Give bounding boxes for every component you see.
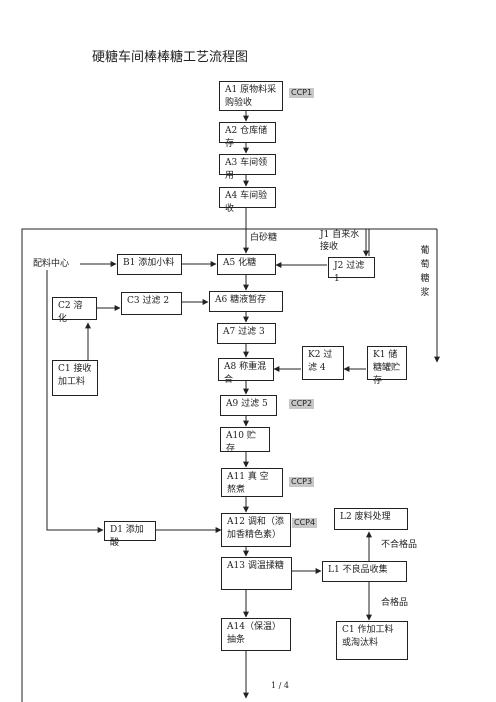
ccp-tag: CCP4 bbox=[292, 518, 318, 528]
glucose-syrup-label: 葡萄糖浆 bbox=[420, 246, 430, 298]
qualified-label: 合格品 bbox=[381, 598, 409, 608]
box-k1: K1 储糖罐贮存 bbox=[367, 346, 407, 386]
white-sugar-label: 白砂糖 bbox=[250, 233, 278, 243]
box-k2: K2 过滤 4 bbox=[302, 346, 344, 380]
ccp-tag: CCP2 bbox=[289, 399, 315, 409]
box-a4: A4 车间验收 bbox=[219, 187, 276, 214]
box-c1b: C1 作加工料或淘汰料 bbox=[336, 621, 408, 660]
box-a14: A14（保温）抽条 bbox=[221, 618, 291, 651]
page-title: 硬糖车间棒棒糖工艺流程图 bbox=[92, 50, 249, 65]
box-c1: C1 接收加工料 bbox=[52, 360, 98, 396]
box-a3: A3 车间领用 bbox=[219, 154, 276, 181]
unqualified-label: 不合格品 bbox=[381, 540, 418, 550]
box-a13: A13 调温揉糖 bbox=[221, 557, 292, 590]
ccp-tag: CCP3 bbox=[289, 477, 315, 487]
box-c2: C2 溶化 bbox=[52, 297, 97, 324]
j1-label: J1 自来水接收 bbox=[320, 230, 360, 252]
box-j2: J2 过滤 1 bbox=[328, 257, 375, 284]
box-a11: A11 真 空 熬煮 bbox=[221, 468, 283, 497]
box-a10: A10 贮存 bbox=[220, 427, 270, 454]
box-a2: A2 仓库储存 bbox=[219, 122, 276, 149]
box-l1: L1 不良品收集 bbox=[322, 561, 407, 582]
box-a8: A8 称重混合 bbox=[218, 358, 274, 385]
box-c3: C3 过滤 2 bbox=[121, 292, 182, 315]
box-d1: D1 添加酸 bbox=[104, 521, 156, 548]
ingredient-center-label: 配料中心 bbox=[33, 259, 70, 269]
ccp-tag: CCP1 bbox=[289, 88, 315, 98]
box-l2: L2 废料处理 bbox=[334, 508, 408, 530]
page-number: 1 / 4 bbox=[271, 681, 289, 690]
box-a6: A6 糖液暂存 bbox=[209, 291, 283, 312]
box-b1: B1 添加小料 bbox=[117, 254, 182, 275]
box-a7: A7 过滤 3 bbox=[217, 323, 276, 344]
box-a12: A12 调和（添加香精色素） bbox=[221, 513, 291, 547]
box-a9: A9 过滤 5 bbox=[220, 395, 277, 416]
box-a1: A1 原物料采购验收 bbox=[219, 81, 283, 111]
box-a5: A5 化糖 bbox=[217, 254, 276, 275]
